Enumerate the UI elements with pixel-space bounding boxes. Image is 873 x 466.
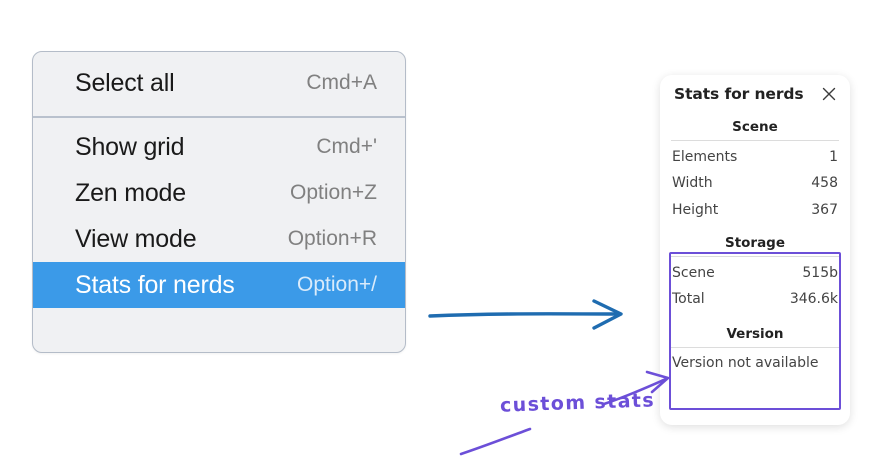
menu-item-shortcut: Cmd+A	[306, 71, 377, 94]
menu-item-shortcut: Option+R	[287, 227, 377, 250]
stat-label: Scene	[672, 264, 715, 281]
stat-label: Width	[672, 175, 713, 192]
section-divider	[671, 347, 839, 349]
menu-item-shortcut: Option+/	[297, 273, 377, 296]
section-heading: Scene	[732, 119, 778, 135]
custom-stats-underline-stroke	[459, 427, 532, 456]
stat-value: 1	[829, 149, 838, 165]
stats-for-nerds-panel: Stats for nerds Scene Elements 1 Width 4…	[660, 75, 850, 425]
custom-stats-arrow-icon	[602, 370, 670, 406]
flow-arrow-icon	[428, 299, 623, 330]
stats-section-storage: Storage Scene 515b Total 346.6k	[669, 229, 841, 313]
stat-row: Scene 515b	[669, 260, 841, 286]
version-status-text: Version not available	[672, 355, 819, 372]
stat-label: Height	[672, 201, 719, 218]
stat-value: 367	[811, 201, 838, 218]
menu-item-label: View mode	[75, 224, 197, 253]
stats-panel-header: Stats for nerds	[669, 75, 841, 113]
stat-row: Height 367	[669, 197, 841, 223]
section-heading: Version	[726, 326, 784, 343]
context-menu-group-2: Show grid Cmd+' Zen mode Option+Z View m…	[33, 118, 405, 314]
section-divider	[671, 255, 839, 257]
stat-label: Total	[672, 291, 705, 308]
stat-row: Elements 1	[669, 144, 841, 170]
menu-item-label: Show grid	[75, 132, 185, 161]
menu-item-stats-for-nerds[interactable]: Stats for nerds Option+/	[33, 262, 405, 308]
section-divider	[671, 140, 839, 141]
menu-item-select-all[interactable]: Select all Cmd+A	[33, 60, 405, 106]
menu-item-shortcut: Option+Z	[290, 181, 377, 204]
stat-value: 346.6k	[789, 291, 838, 308]
stat-value: 515b	[802, 264, 838, 281]
menu-item-show-grid[interactable]: Show grid Cmd+'	[33, 124, 405, 170]
stats-section-version: Version Version not available	[669, 320, 841, 374]
stat-value: 458	[811, 175, 838, 192]
canvas-context-menu[interactable]: Select all Cmd+A Show grid Cmd+' Zen mod…	[32, 51, 406, 353]
stat-label: Elements	[672, 149, 738, 165]
context-menu-group-1: Select all Cmd+A	[33, 52, 405, 118]
menu-item-label: Select all	[75, 68, 175, 97]
menu-item-zen-mode[interactable]: Zen mode Option+Z	[33, 170, 405, 216]
custom-stats-annotation-label: custom stats	[499, 389, 656, 417]
close-icon[interactable]	[819, 84, 839, 104]
stats-panel-title: Stats for nerds	[674, 85, 804, 103]
stats-section-scene: Scene Elements 1 Width 458 Height 367	[669, 113, 841, 223]
stat-row: Width 458	[669, 170, 841, 196]
menu-item-view-mode[interactable]: View mode Option+R	[33, 216, 405, 262]
section-heading: Storage	[724, 234, 786, 251]
menu-item-label: Zen mode	[75, 178, 186, 207]
menu-item-shortcut: Cmd+'	[316, 135, 377, 158]
menu-item-label: Stats for nerds	[75, 270, 235, 299]
stat-row: Total 346.6k	[669, 286, 841, 312]
